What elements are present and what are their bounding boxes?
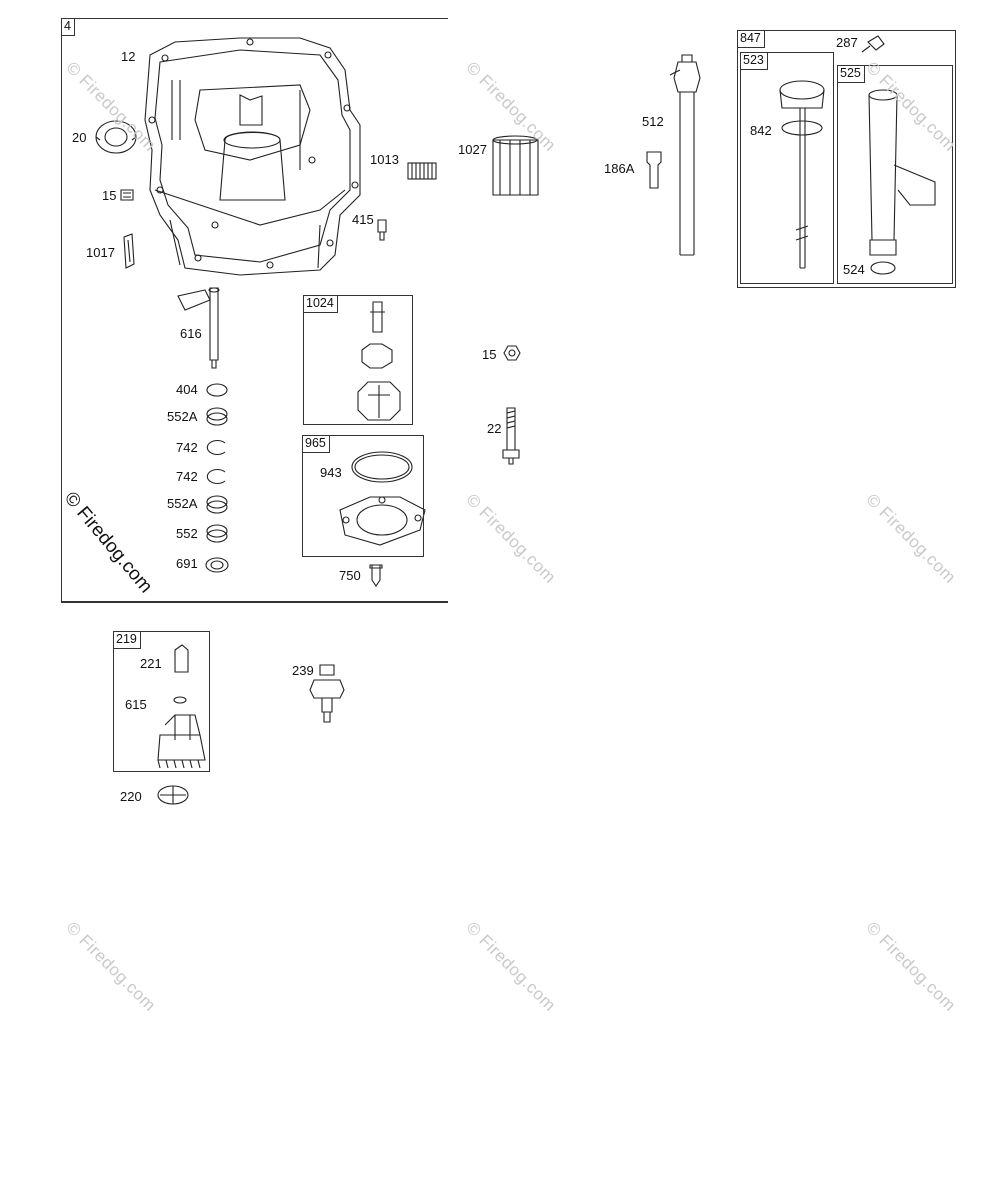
- box-number: 4: [62, 19, 75, 36]
- bolt-icon: [502, 407, 520, 465]
- callout-842: 842: [750, 123, 772, 138]
- callout-1013: 1013: [370, 152, 399, 167]
- callout-15: 15: [102, 188, 117, 203]
- callout-1027: 1027: [458, 142, 487, 157]
- oil-seal-icon: [95, 120, 137, 154]
- dipstick-tube-icon: [868, 89, 936, 275]
- callout-742: 742: [176, 440, 198, 455]
- callout-415: 415: [352, 212, 374, 227]
- callout-943: 943: [320, 465, 342, 480]
- callout-22: 22: [487, 421, 502, 436]
- assembly-box-219: 219: [113, 631, 210, 772]
- seal-icon: [205, 557, 229, 573]
- bushing-icon: [206, 495, 228, 514]
- callout-239: 239: [292, 663, 314, 678]
- callout-750: 750: [339, 568, 361, 583]
- pressure-switch-icon: [309, 664, 345, 723]
- fitting-icon: [377, 219, 387, 241]
- assembly-box-4: 4: [61, 18, 448, 603]
- assembly-box-523: 523: [740, 52, 834, 284]
- callout-220: 220: [120, 789, 142, 804]
- thrust-washer-icon: [157, 785, 189, 805]
- callout-615: 615: [125, 697, 147, 712]
- drain-plug-icon: [120, 189, 134, 201]
- box-number: 219: [114, 632, 141, 649]
- callout-20: 20: [72, 130, 87, 145]
- screw-icon: [369, 564, 383, 587]
- dipstick-icon: [779, 80, 825, 269]
- governor-shaft-icon: [177, 287, 220, 369]
- bushing-icon: [206, 407, 228, 426]
- callout-287: 287: [836, 35, 858, 50]
- pump-cover-icon: [339, 451, 426, 546]
- screen-icon: [407, 162, 437, 180]
- assembly-box-965: 965: [302, 435, 424, 557]
- callout-524: 524: [843, 262, 865, 277]
- assembly-box-847: 847: [737, 30, 956, 288]
- bushing-icon: [206, 524, 228, 543]
- crankcase-sump: [144, 37, 361, 276]
- callout-691: 691: [176, 556, 198, 571]
- screw-icon: [861, 35, 885, 53]
- assembly-box-1024: 1024: [303, 295, 413, 425]
- callout-15: 15: [482, 347, 497, 362]
- box-number: 525: [838, 66, 865, 83]
- box-number: 847: [738, 31, 765, 48]
- assembly-box-525: 525: [837, 65, 953, 284]
- washer-icon: [206, 383, 228, 397]
- callout-512: 512: [642, 114, 664, 129]
- box-number: 1024: [304, 296, 338, 313]
- callout-616: 616: [180, 326, 202, 341]
- tube-fitting-icon: [646, 151, 662, 189]
- callout-552A: 552A: [167, 496, 198, 511]
- callout-186A: 186A: [604, 161, 635, 176]
- box-number: 523: [741, 53, 768, 70]
- oil-pump-icon: [357, 301, 401, 421]
- box-number: 965: [303, 436, 330, 453]
- callout-12: 12: [121, 49, 136, 64]
- callout-552: 552: [176, 526, 198, 541]
- callout-1017: 1017: [86, 245, 115, 260]
- callout-552A: 552A: [167, 409, 198, 424]
- e-ring-icon: [206, 439, 226, 456]
- governor-gear-icon: [157, 644, 206, 769]
- nut-icon: [503, 345, 521, 361]
- clip-icon: [123, 233, 135, 269]
- callout-404: 404: [176, 382, 198, 397]
- callout-742: 742: [176, 469, 198, 484]
- dipstick-tube-icon: [669, 54, 701, 256]
- callout-221: 221: [140, 656, 162, 671]
- e-ring-icon: [206, 468, 226, 485]
- oil-filter-icon: [492, 135, 539, 196]
